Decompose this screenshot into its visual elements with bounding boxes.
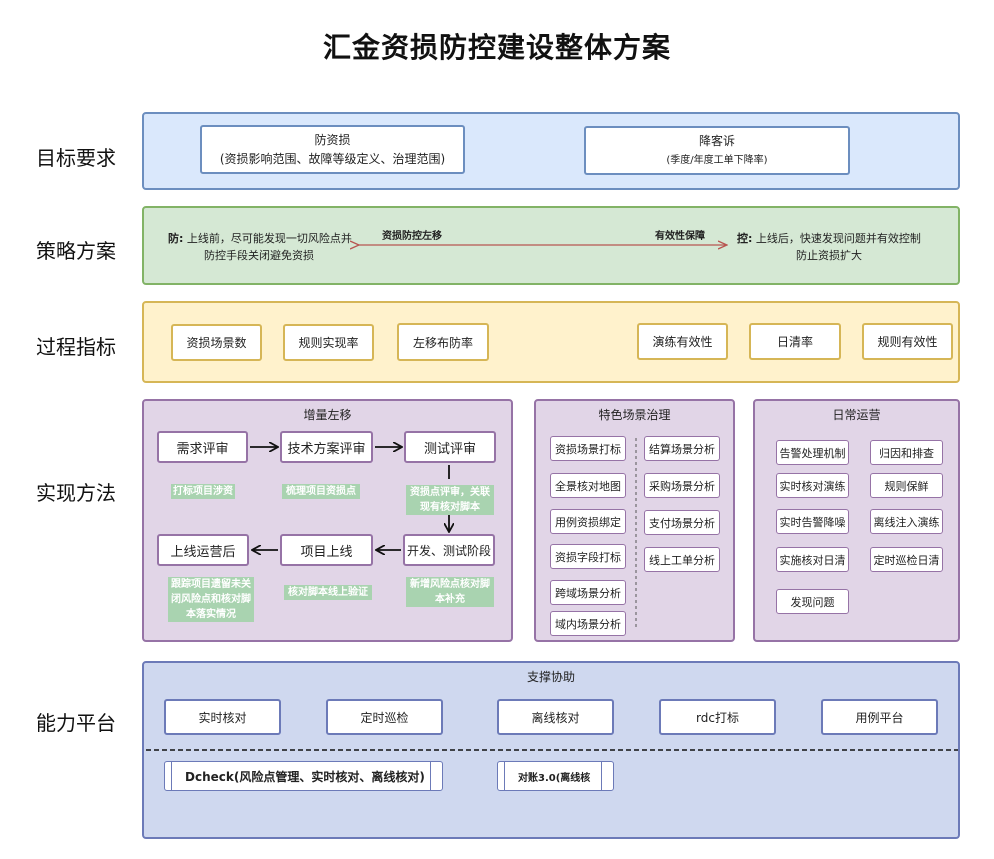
ops-left-item: 告警处理机制 xyxy=(776,440,849,465)
ops-right-item: 离线注入演练 xyxy=(870,509,943,534)
process-item-daily: 日清率 xyxy=(749,323,841,360)
scene-left-item: 跨域场景分析 xyxy=(550,580,626,605)
process-right-edge xyxy=(430,762,436,790)
goal-box1-title: 防资损 xyxy=(314,132,351,147)
strategy-left-key: 防: xyxy=(168,232,184,245)
strategy-right-text: 控: 上线后，快速发现问题并有效控制 防止资损扩大 xyxy=(737,230,921,264)
process-item-rule-rate: 规则实现率 xyxy=(283,324,374,361)
row-label-process: 过程指标 xyxy=(36,335,116,359)
scene-left-item: 用例资损绑定 xyxy=(550,509,626,534)
row-label-strategy: 策略方案 xyxy=(36,239,116,263)
step-post-launch: 上线运营后 xyxy=(157,534,249,566)
shift-left-title: 增量左移 xyxy=(303,408,352,422)
row-label-method: 实现方法 xyxy=(36,481,116,505)
ops-right-item: 归因和排查 xyxy=(870,440,943,465)
platform-item-rdc: rdc打标 xyxy=(659,699,776,735)
note-add-scripts: 新增风险点核对脚本补充 xyxy=(406,577,494,607)
goal-box2-title: 降客诉 xyxy=(698,133,735,148)
step-test-review: 测试评审 xyxy=(404,431,496,463)
note-track-remaining: 跟踪项目遗留未关闭风险点和核对脚本落实情况 xyxy=(168,577,254,622)
strategy-arrow-left-label: 资损防控左移 xyxy=(382,231,442,242)
scene-left-item: 资损字段打标 xyxy=(550,544,626,569)
strategy-left-line2: 防控手段关闭避免资损 xyxy=(204,249,314,262)
step-requirement-review: 需求评审 xyxy=(157,431,248,463)
ops-left-item: 实时核对演练 xyxy=(776,473,849,498)
goal-complaint-box: 降客诉 (季度/年度工单下降率) xyxy=(584,126,850,175)
ops-title: 日常运营 xyxy=(832,408,881,422)
goal-loss-prevention-box: 防资损 (资损影响范围、故障等级定义、治理范围) xyxy=(200,125,465,174)
scene-right-item: 支付场景分析 xyxy=(644,510,720,535)
platform-title: 支撑协助 xyxy=(526,670,575,684)
scene-left-item: 全景核对地图 xyxy=(550,473,626,498)
note-sort-points: 梳理项目资损点 xyxy=(282,484,360,499)
scene-right-item: 采购场景分析 xyxy=(644,473,720,498)
process-item-shift-rate: 左移布防率 xyxy=(397,323,489,361)
process-right-edge xyxy=(601,762,607,790)
goal-box1-subtitle: (资损影响范围、故障等级定义、治理范围) xyxy=(219,151,446,166)
reconcile-label: 对账3.0(离线核 xyxy=(518,772,591,784)
platform-item-realtime: 实时核对 xyxy=(164,699,281,735)
process-item-rule-valid: 规则有效性 xyxy=(862,323,953,360)
dcheck-label: Dcheck(风险点管理、实时核对、离线核对) xyxy=(185,769,425,784)
process-item-drill: 演练有效性 xyxy=(637,323,728,360)
strategy-left-line1: 上线前，尽可能发现一切风险点并 xyxy=(186,232,352,245)
ops-left-item: 发现问题 xyxy=(776,589,849,614)
scene-left-item: 资损场景打标 xyxy=(550,436,626,461)
goal-box2-subtitle: (季度/年度工单下降率) xyxy=(666,154,768,166)
page-title: 汇金资损防控建设整体方案 xyxy=(322,31,671,64)
platform-item-offline: 离线核对 xyxy=(497,699,614,735)
note-verify-online: 核对脚本线上验证 xyxy=(284,585,372,600)
platform-band xyxy=(142,661,960,839)
note-tag-project: 打标项目涉资 xyxy=(171,484,235,499)
strategy-left-text: 防: 上线前，尽可能发现一切风险点并 防控手段关闭避免资损 xyxy=(168,230,352,264)
strategy-right-line2: 防止资损扩大 xyxy=(796,249,862,262)
ops-left-item: 实时告警降噪 xyxy=(776,509,849,534)
dcheck-process: Dcheck(风险点管理、实时核对、离线核对) xyxy=(164,761,443,791)
step-design-review: 技术方案评审 xyxy=(280,431,373,463)
process-left-edge xyxy=(171,762,177,790)
strategy-right-line1: 上线后，快速发现问题并有效控制 xyxy=(755,232,921,245)
step-go-live: 项目上线 xyxy=(280,534,373,566)
reconcile-process: 对账3.0(离线核 xyxy=(497,761,614,791)
process-item-scenes: 资损场景数 xyxy=(171,324,262,361)
strategy-right-key: 控: xyxy=(737,232,753,245)
platform-item-scheduled: 定时巡检 xyxy=(326,699,443,735)
ops-left-item: 实施核对日清 xyxy=(776,547,849,572)
row-label-platform: 能力平台 xyxy=(36,711,116,735)
step-dev-test: 开发、测试阶段 xyxy=(403,534,495,566)
process-left-edge xyxy=(504,762,510,790)
ops-right-item: 定时巡检日清 xyxy=(870,547,943,572)
note-review-link: 资损点评审，关联现有核对脚本 xyxy=(406,485,494,515)
scene-title: 特色场景治理 xyxy=(598,408,671,422)
scene-right-item: 结算场景分析 xyxy=(644,436,720,461)
scene-right-item: 线上工单分析 xyxy=(644,547,720,572)
ops-right-item: 规则保鲜 xyxy=(870,473,943,498)
platform-item-case: 用例平台 xyxy=(821,699,938,735)
strategy-arrow-right-label: 有效性保障 xyxy=(655,231,705,242)
scene-left-item: 域内场景分析 xyxy=(550,611,626,636)
row-label-goal: 目标要求 xyxy=(36,146,116,170)
